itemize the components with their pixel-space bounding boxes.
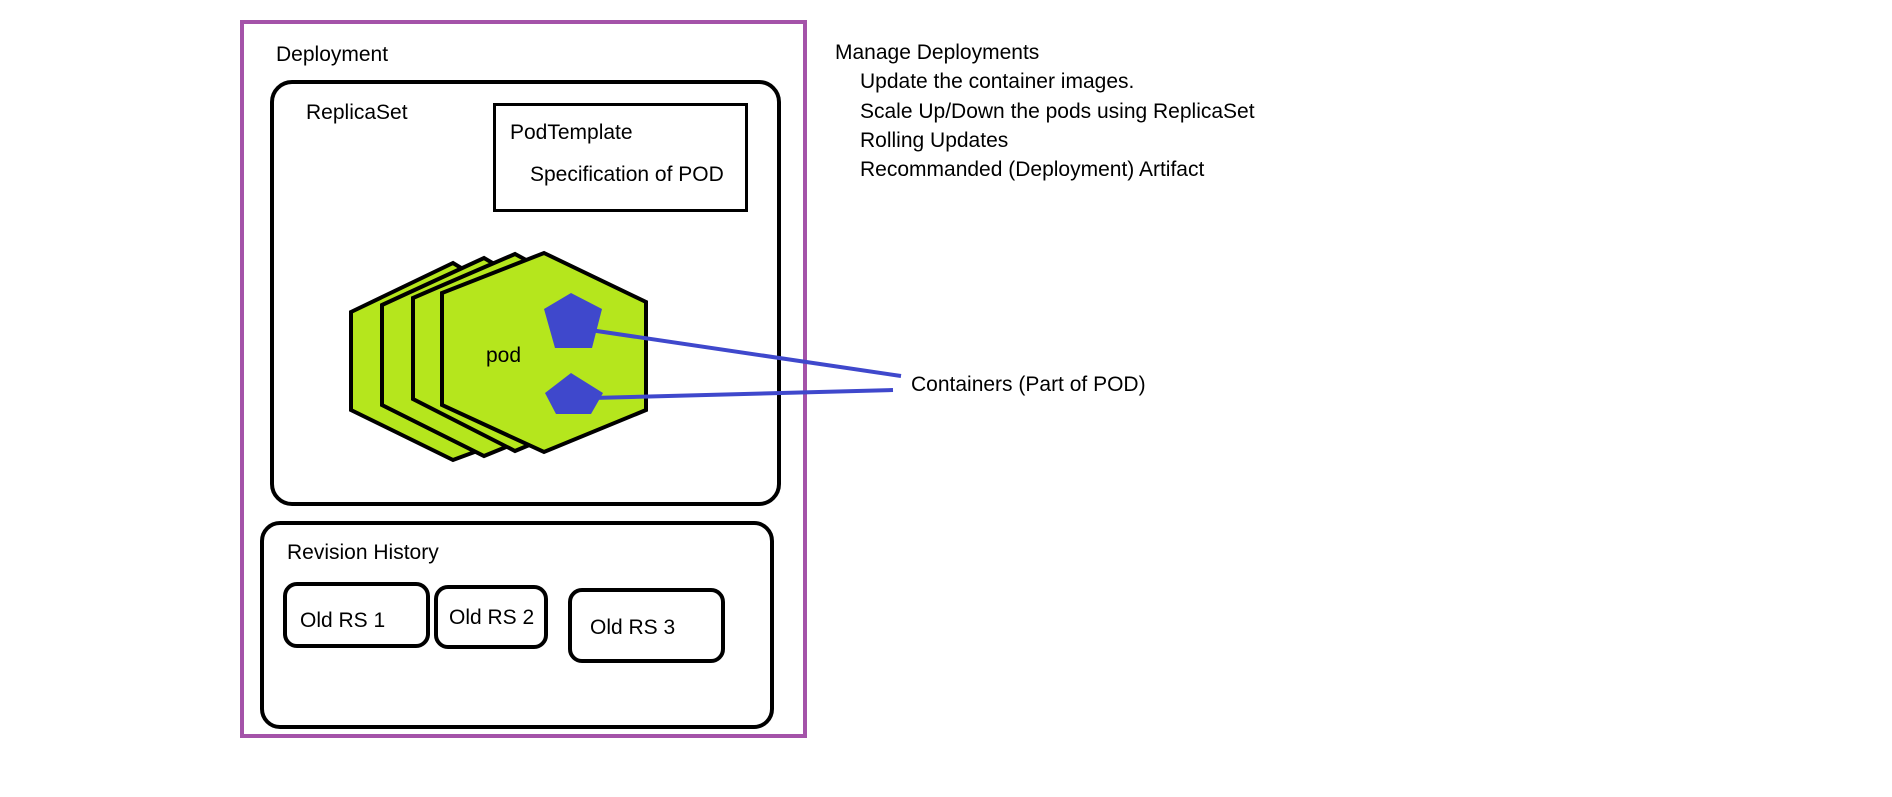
old-rs-2-box (434, 585, 548, 649)
revision-history-title: Revision History (287, 541, 439, 564)
notes-item: Rolling Updates (860, 129, 1009, 152)
old-rs-3-label: Old RS 3 (590, 616, 676, 639)
old-rs-2-label: Old RS 2 (449, 606, 535, 629)
notes-heading: Manage Deployments (835, 41, 1040, 64)
pod-label: pod (486, 344, 522, 367)
replicaset-title: ReplicaSet (306, 101, 408, 124)
pod-template-title: PodTemplate (510, 121, 633, 144)
container-icon-bottom (545, 373, 603, 414)
connector-line-bottom (591, 388, 894, 400)
container-pentagons (544, 293, 603, 414)
containers-label: Containers (Part of POD) (911, 373, 1146, 396)
pod-template-box (493, 103, 748, 212)
notes-item: Update the container images. (860, 70, 1135, 93)
deployment-frame (240, 20, 807, 738)
old-rs-3-box (568, 588, 725, 663)
old-rs-1-box (283, 582, 430, 648)
old-rs-1-label: Old RS 1 (300, 609, 386, 632)
pod-template-description: Specification of POD (530, 163, 724, 186)
container-connectors (589, 328, 902, 400)
notes-item: Recommanded (Deployment) Artifact (860, 158, 1205, 181)
connector-line-top (589, 328, 902, 378)
deployment-title: Deployment (276, 43, 389, 66)
notes-item: Scale Up/Down the pods using ReplicaSet (860, 100, 1255, 123)
container-icon-top (544, 293, 602, 348)
